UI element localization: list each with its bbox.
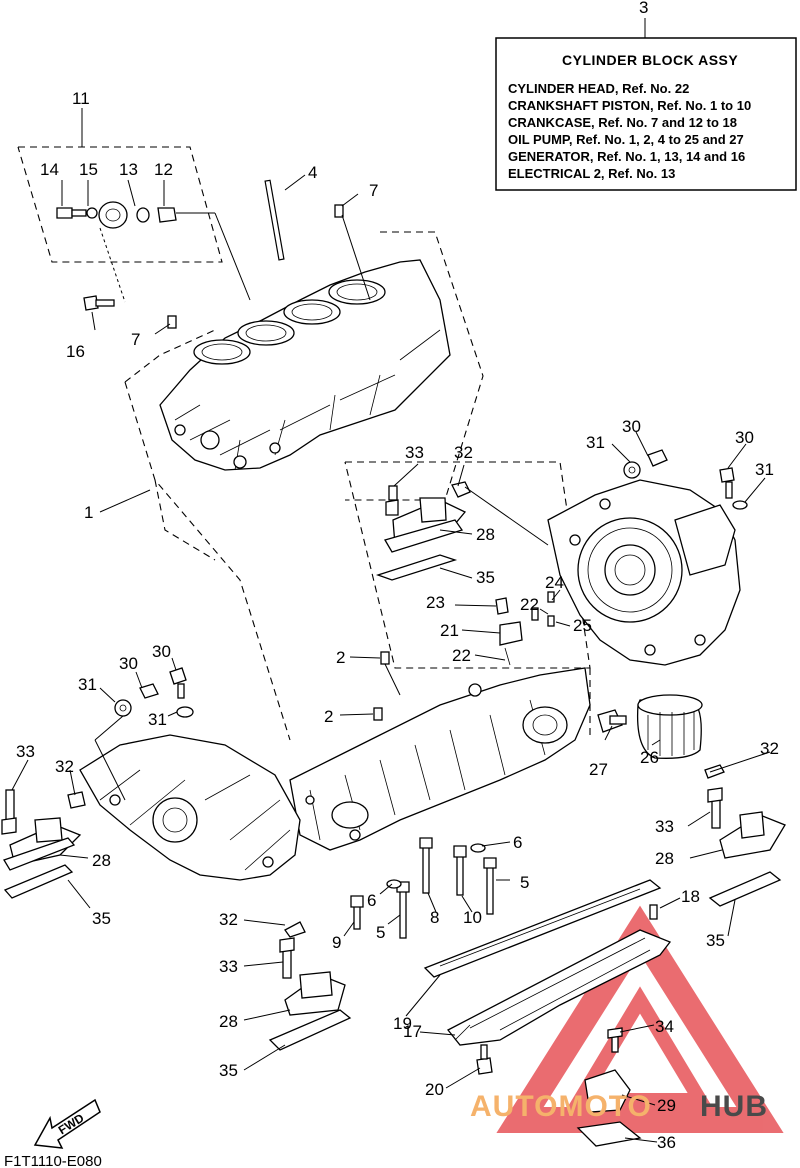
cylinder-block — [159, 259, 451, 471]
callout-20: 20 — [425, 1080, 444, 1099]
callout-15: 15 — [79, 160, 98, 179]
callout-2-upper: 2 — [336, 648, 345, 667]
bolt-20 — [476, 1044, 493, 1075]
watermark-hub: HUB — [700, 1090, 768, 1123]
callout-22-a: 22 — [520, 595, 539, 614]
dowel-pin-2 — [373, 651, 401, 721]
callout-30-left-b: 30 — [152, 642, 171, 661]
callout-29: 29 — [657, 1096, 676, 1115]
callout-30-right-b: 30 — [735, 428, 754, 447]
info-line-3: CRANKCASE, Ref. No. 7 and 12 to 18 — [508, 115, 737, 130]
crankcase-lower — [289, 667, 591, 851]
callout-28-lower: 28 — [219, 1012, 238, 1031]
callout-2-lower: 2 — [324, 707, 333, 726]
sensor-cover-upper — [375, 481, 549, 581]
sensor-cover-lower-middle — [268, 921, 352, 1051]
callout-5-left: 5 — [376, 923, 385, 942]
stud-bolt-4 — [264, 174, 306, 261]
watermark-auto: AUTOMOTO — [470, 1090, 652, 1123]
info-line-5: GENERATOR, Ref. No. 1, 13, 14 and 16 — [508, 149, 745, 164]
callout-16: 16 — [66, 342, 85, 361]
callout-33-lower: 33 — [219, 957, 238, 976]
figure-code: F1T1110-E080 — [4, 1153, 102, 1168]
callout-7-left: 7 — [131, 330, 140, 349]
bolt-16 — [83, 295, 115, 311]
callout-35-left: 35 — [92, 909, 111, 928]
callout-14: 14 — [40, 160, 59, 179]
callout-13: 13 — [119, 160, 138, 179]
left-cover-fasteners — [94, 667, 194, 801]
sensor-29-34-36 — [576, 1027, 642, 1147]
callout-5-right: 5 — [520, 873, 529, 892]
callout-1: 1 — [84, 503, 93, 522]
info-line-2: CRANKSHAFT PISTON, Ref. No. 1 to 10 — [508, 98, 751, 113]
generator-cover — [547, 479, 741, 666]
part-group-11 — [56, 201, 251, 303]
left-cover — [79, 734, 301, 881]
callout-33-right: 33 — [655, 817, 674, 836]
callout-4: 4 — [308, 163, 317, 182]
callout-25: 25 — [573, 616, 592, 635]
callout-36: 36 — [657, 1133, 676, 1152]
callout-27: 27 — [589, 760, 608, 779]
callout-23: 23 — [426, 593, 445, 612]
callout-35-right: 35 — [706, 931, 725, 950]
callout-18: 18 — [681, 887, 700, 906]
watermark-text: AUTOMOTO HUB — [470, 1090, 768, 1123]
sensor-cover-left — [1, 789, 86, 899]
dowel-pin-7 — [167, 204, 371, 329]
callout-9: 9 — [332, 933, 341, 952]
callout-32-right: 32 — [760, 739, 779, 758]
leader-lines — [11, 179, 771, 1143]
callout-21: 21 — [440, 621, 459, 640]
cover-fasteners-upper-right — [623, 449, 748, 510]
callout-7-upper: 7 — [369, 181, 378, 200]
callout-22-b: 22 — [452, 646, 471, 665]
info-box-title: CYLINDER BLOCK ASSY — [562, 52, 738, 68]
oil-pan-17 — [446, 904, 672, 1046]
callout-31-left-b: 31 — [148, 710, 167, 729]
callout-28-left: 28 — [92, 851, 111, 870]
callout-31-left-a: 31 — [78, 675, 97, 694]
info-line-4: OIL PUMP, Ref. No. 1, 2, 4 to 25 and 27 — [508, 132, 744, 147]
callout-6-left: 6 — [367, 891, 376, 910]
callout-32-left: 32 — [55, 757, 74, 776]
callout-35-lower: 35 — [219, 1061, 238, 1080]
oil-pan-gasket-19 — [423, 879, 662, 978]
callout-28-upper: 28 — [476, 525, 495, 544]
callout-32-lower: 32 — [219, 910, 238, 929]
callout-12: 12 — [154, 160, 173, 179]
fwd-arrow-icon: FWD — [33, 1098, 101, 1149]
sensor-cover-lower-right — [704, 764, 786, 907]
callout-30-right-a: 30 — [622, 417, 641, 436]
info-line-6: ELECTRICAL 2, Ref. No. 13 — [508, 166, 675, 181]
fitting-27 — [597, 709, 627, 733]
callout-31-right-b: 31 — [755, 460, 774, 479]
callout-32-upper: 32 — [454, 443, 473, 462]
callout-34: 34 — [655, 1017, 674, 1036]
callout-6-right: 6 — [513, 833, 522, 852]
callout-24: 24 — [545, 573, 564, 592]
callout-30-left-a: 30 — [119, 654, 138, 673]
callout-numbers: 11 14 15 13 12 4 7 16 7 1 33 32 28 35 31… — [16, 89, 779, 1152]
callout-17: 17 — [403, 1022, 422, 1041]
info-line-1: CYLINDER HEAD, Ref. No. 22 — [508, 81, 689, 96]
callout-31-right-a: 31 — [586, 433, 605, 452]
callout-26: 26 — [640, 748, 659, 767]
callout-33-upper: 33 — [405, 443, 424, 462]
callout-19: 19 — [393, 1014, 412, 1033]
callout-35-upper: 35 — [476, 568, 495, 587]
oil-pump-fittings — [495, 591, 555, 666]
callout-28-right: 28 — [655, 849, 674, 868]
callout-10: 10 — [463, 908, 482, 927]
callout-8: 8 — [430, 908, 439, 927]
crankcase-bolts — [350, 837, 497, 939]
callout-11: 11 — [72, 89, 90, 108]
callout-3: 3 — [639, 0, 648, 17]
info-box: 3 CYLINDER BLOCK ASSY CYLINDER HEAD, Ref… — [495, 0, 797, 191]
callout-33-left: 33 — [16, 742, 35, 761]
